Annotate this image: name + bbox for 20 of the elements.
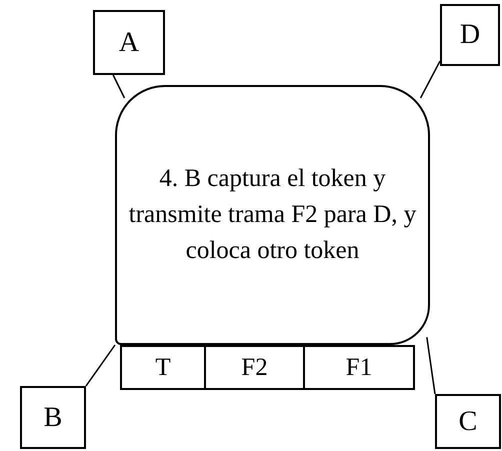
node-label: F1: [346, 352, 372, 383]
label-box: [435, 394, 501, 449]
connector-line: [85, 344, 116, 386]
label-box: [440, 4, 500, 66]
connector-line: [426, 337, 436, 394]
label-box: [93, 10, 165, 75]
frame-cell: [204, 345, 305, 390]
node-label: T: [155, 352, 171, 383]
frame-cell: [120, 345, 206, 390]
node-label: B: [44, 400, 62, 434]
node-label: D: [460, 18, 480, 52]
node-label: F2: [241, 352, 268, 383]
node-label: 4. B captura el token y transmite trama F2 para D, y coloca otro token: [128, 164, 418, 266]
label-box: [20, 386, 86, 449]
connector-line: [420, 60, 441, 98]
frame-cell: [303, 345, 415, 390]
node-label: A: [118, 26, 140, 60]
station-box: [115, 85, 430, 345]
connector-line: [112, 74, 126, 98]
node-label: C: [458, 404, 478, 438]
